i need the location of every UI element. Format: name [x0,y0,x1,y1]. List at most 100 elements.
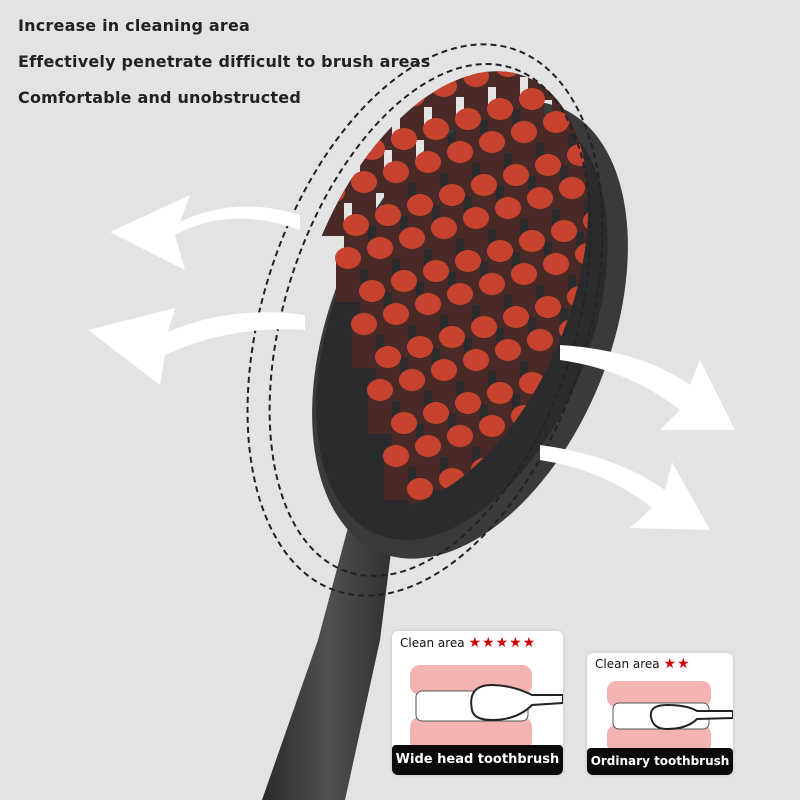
bristle-tuft [328,159,352,203]
bristle-tuft-top [383,303,409,325]
bristle-tuft-top [503,164,529,186]
bristle-tuft-top [503,306,529,328]
bristle-tuft-top [455,392,481,414]
bristle-tuft-top [407,336,433,358]
bristle-tuft-top [535,28,561,34]
bristle-tuft [448,28,472,54]
bristle-tuft-top [535,296,561,318]
teeth-wide-head-icon [410,665,563,751]
bristle-tuft-top [375,62,401,84]
bristle-tuft-top [383,28,409,41]
bristle-tuft-top [511,121,537,143]
brush-handle [262,520,395,800]
bristle-tuft-top [543,253,569,275]
bristle-tuft-top [479,415,505,437]
bristle-tuft-top [367,379,393,401]
bristle-tuft-top [503,28,529,44]
bristle-tuft-top [431,359,457,381]
bristle-tuft-top [303,115,329,137]
bristle-tuft [288,60,312,104]
comparison-card-wide: Clean area ★★★★★ Wide head toothbrush [392,631,563,775]
bristle-tuft-top [391,270,417,292]
star-rating-icon: ★★ [663,656,691,672]
bristle-tuft-top [447,283,473,305]
bristle-tuft-top [511,263,537,285]
bristle-tuft-top [471,316,497,338]
bristle-tuft-top [407,478,433,500]
star-rating-icon: ★★★★★ [468,635,537,651]
bristle-tuft-top [471,174,497,196]
bristle-tuft [384,30,408,74]
bristle-tuft [304,126,328,170]
bristle-tuft-top [647,332,673,354]
bristle-tuft-top [447,0,473,21]
bristle-tuft-top [463,207,489,229]
bristle-tuft [352,40,376,84]
bristle-tuft [536,28,560,67]
feature-text-3: Comfortable and unobstructed [18,88,301,107]
bristle-tuft-top [631,266,647,288]
bristle-tuft-top [327,148,353,170]
bristle-tuft-top [479,273,505,295]
bristle-tuft-top [487,98,513,120]
bristle-tuft [544,0,568,24]
comparison-card-ordinary: Clean area ★★ Ordinary toothbrush [587,653,733,775]
bristle-tuft [312,93,336,137]
bristle-tuft-top [407,194,433,216]
bristle-tuft-top [415,435,441,457]
bristle-tuft-top [551,220,577,242]
bristle-tuft-top [319,39,345,61]
bristle-tuft-top [455,250,481,272]
bristle-tuft [336,116,360,160]
dashed-outline-outer [246,43,604,597]
wide-head-toothbrush-label: Wide head toothbrush [392,745,563,775]
bristle-tuft-top [527,329,553,351]
bristle-tuft-top [343,214,369,236]
bristle-tuft-top [367,237,393,259]
bristle-tuft-top [383,161,409,183]
bristle-tuft-top [383,445,409,467]
bristle-tuft-top [375,204,401,226]
bristle-tuft-top [551,78,577,100]
bristle-tuft [624,310,647,354]
bristle-tuft [512,28,536,34]
bristle-tuft-top [519,88,545,110]
bristle-tuft-top [583,68,609,90]
bristle-tuft-top [599,418,625,440]
bristle-tuft-top [367,95,393,117]
bristle-tuft-top [431,217,457,239]
bristle-tuft-top [487,240,513,262]
bristle-tuft [560,46,584,90]
bristle-tuft-top [447,141,473,163]
bristle-tuft-top [487,382,513,404]
bristle-tuft-top [623,299,647,321]
bristle-tuft-top [399,227,425,249]
bristle-tuft [344,83,368,127]
bristle-tuft-top [415,28,441,31]
bristle-tuft-top [351,29,377,51]
bristle-tuft-top [311,82,337,104]
bristle-tuft-top [567,2,593,24]
arrow-left-lower-icon [88,308,305,385]
feature-text-1: Increase in cleaning area [18,16,250,35]
bristle-tuft-top [359,138,385,160]
feature-text-2: Effectively penetrate difficult to brush… [18,52,431,71]
bristle-tuft-top [559,35,585,57]
bristle-tuft-top [439,184,465,206]
bristle-tuft [632,419,647,463]
clean-area-label: Clean area ★★★★★ [400,635,536,651]
bristle-tuft [480,28,504,44]
clean-area-label: Clean area ★★ [595,656,691,672]
arrow-right-lower-icon [540,445,710,530]
bristle-tuft-top [479,131,505,153]
bristle-tuft-top [463,349,489,371]
bristle-tuft-top [631,408,647,430]
arrow-right-upper-icon [560,345,735,430]
bristle-tuft-top [415,151,441,173]
bristle-tuft-top [439,326,465,348]
bristle-tuft-top [343,72,369,94]
bristle-tuft-top [479,0,505,11]
bristle-tuft [376,73,400,117]
bristle-tuft [568,28,592,57]
